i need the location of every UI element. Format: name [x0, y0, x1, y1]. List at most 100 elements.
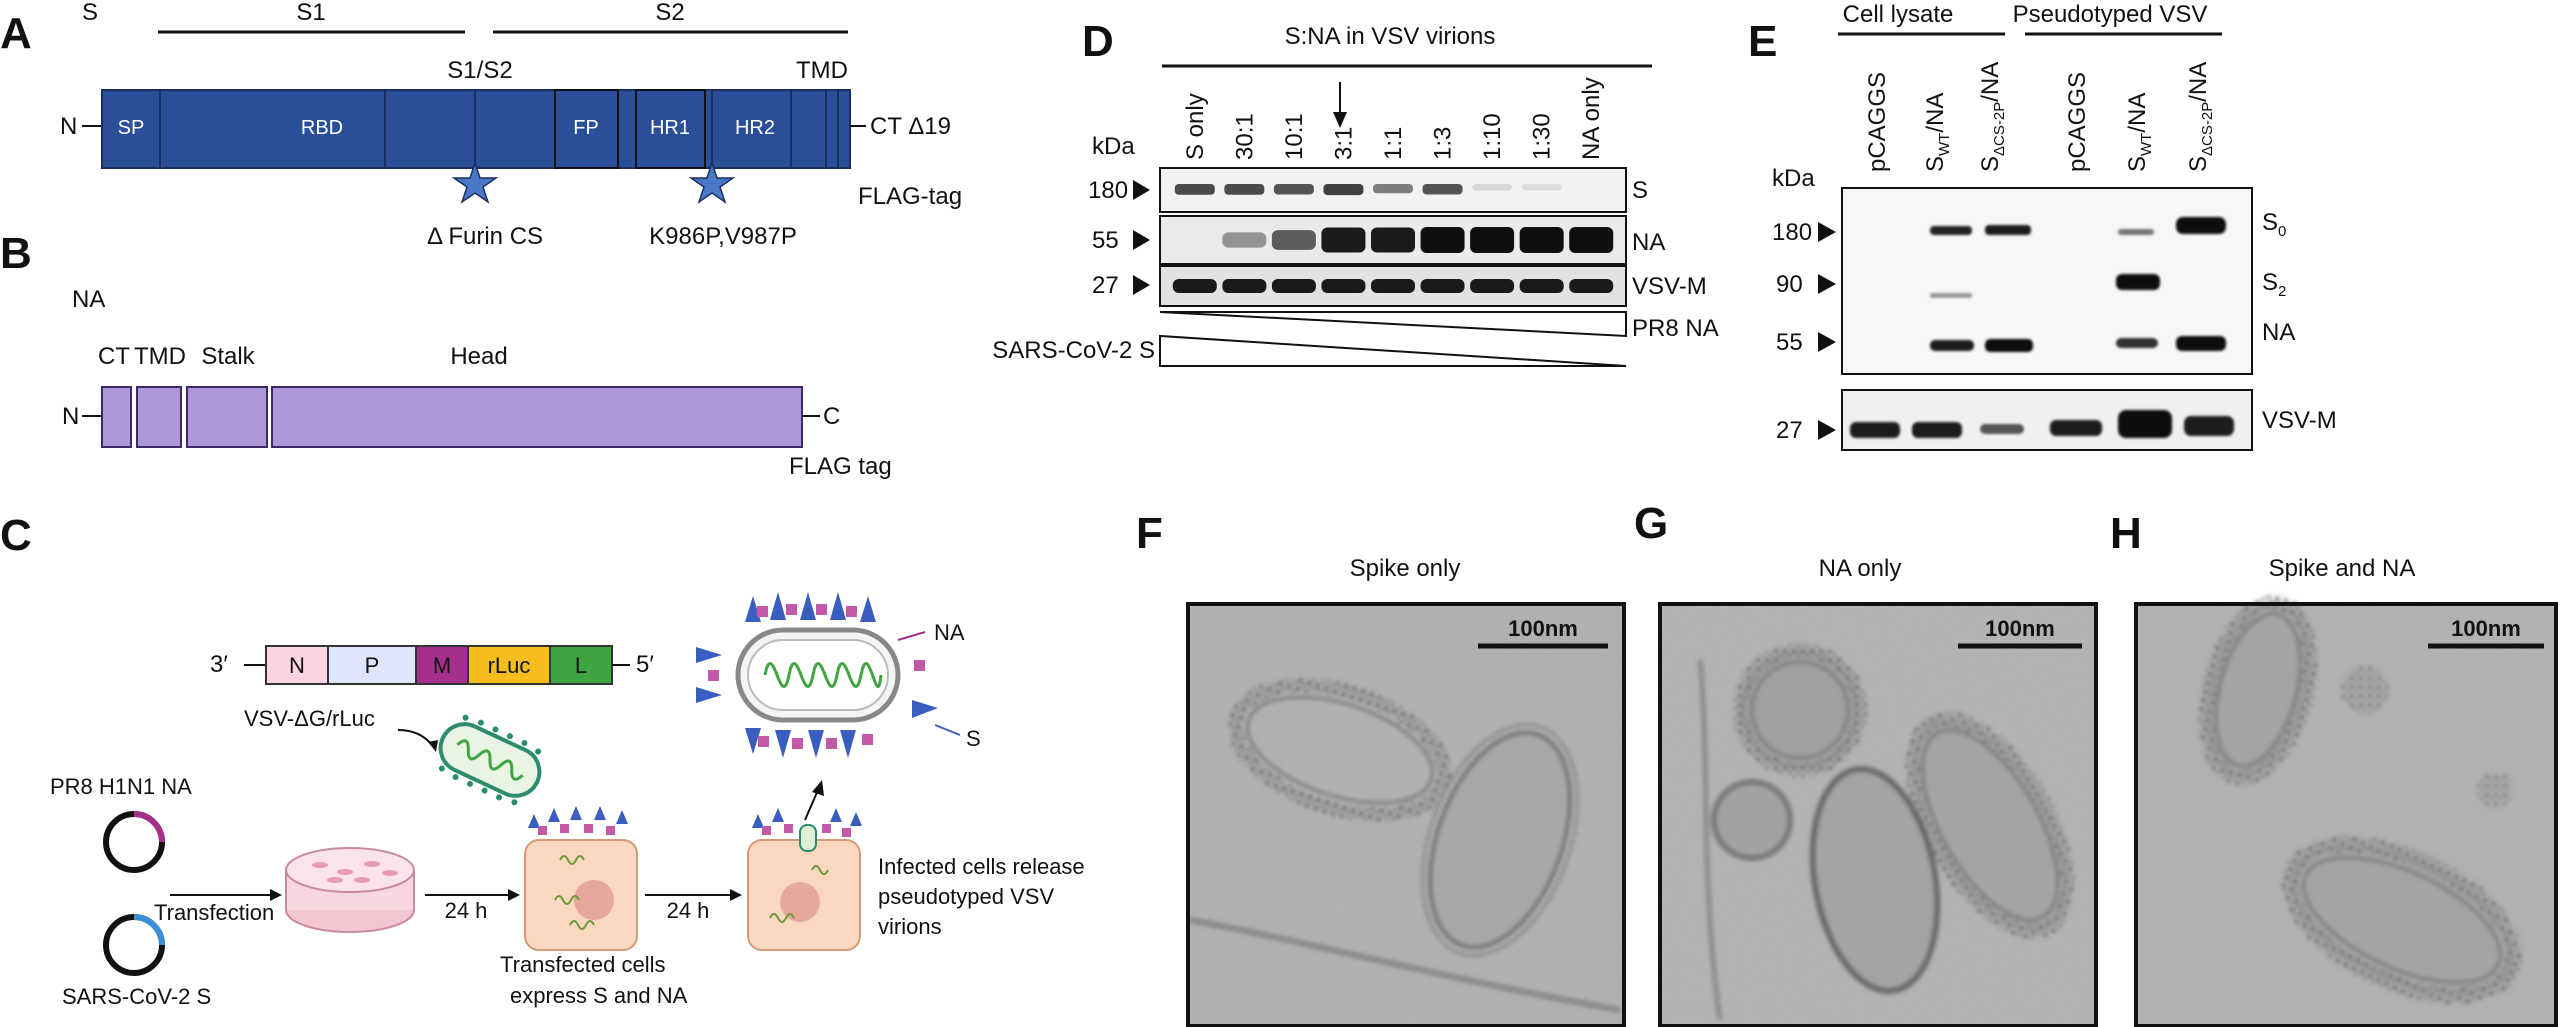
time-label-2: 24 h — [667, 898, 710, 923]
pseudotyped-virion-icon — [696, 592, 938, 758]
transfected-cells-label-1: Transfected cells — [500, 952, 665, 977]
d-na-band — [1470, 227, 1515, 253]
d-s-band — [1323, 184, 1364, 196]
genome-5-prime: 5′ — [636, 651, 654, 678]
em-g-title: NA only — [1819, 555, 1902, 582]
d-lane-10-1: 10:1 — [1281, 113, 1308, 160]
domain-rbd: RBD — [301, 117, 343, 139]
d-vsvm-band — [1519, 279, 1564, 293]
gene-m-label: M — [433, 653, 451, 678]
e-lane-pcaggs-2: pCAGGS — [2064, 72, 2091, 172]
transfection-label: Transfection — [154, 900, 274, 925]
d-vsvm-band — [1470, 279, 1515, 293]
d-s-band — [1273, 184, 1314, 195]
furin-mutation-label: Δ Furin CS — [427, 223, 543, 250]
d-lane-1-3: 1:3 — [1430, 127, 1457, 160]
d-marker-180: 180 — [1088, 177, 1128, 204]
release-label-3: virions — [878, 914, 942, 939]
e-lane-pcaggs-1: pCAGGS — [1864, 72, 1891, 172]
na-c-terminus: C — [823, 403, 840, 430]
e-marker-180: 180 — [1772, 219, 1812, 246]
d-na-band — [1519, 227, 1564, 253]
domain-hr2: HR2 — [735, 117, 775, 139]
panel-label-c: C — [0, 511, 32, 560]
panel-b: B NA CT TMD Stalk Head N C FLAG tag — [0, 229, 892, 480]
panel-d: D S:NA in VSV virions kDa S only 30:1 10:1… — [992, 17, 1719, 367]
na-protein-label: NA — [72, 286, 105, 313]
blot-d-kda: kDa — [1092, 133, 1135, 160]
wedge-pr8-na-label: PR8 NA — [1632, 315, 1719, 342]
d-band-m-label: VSV-M — [1632, 273, 1707, 300]
d-lane-30-1: 30:1 — [1231, 113, 1258, 160]
gene-l-label: L — [575, 653, 587, 678]
virion-na-label: NA — [934, 620, 965, 645]
proline-mutation-label: K986P,V987P — [649, 223, 797, 250]
na-domain-stalk: Stalk — [201, 343, 255, 370]
sars-s-wedge — [1159, 334, 1627, 367]
e-lane-swt-1: SWT/NA — [1922, 93, 1953, 172]
group-cell-lysate: Cell lysate — [1843, 1, 1954, 28]
d-lane-s-only: S only — [1182, 93, 1209, 160]
panel-label-f: F — [1136, 509, 1163, 558]
d-vsvm-band — [1371, 279, 1415, 293]
vsv-particle-icon — [438, 714, 542, 806]
d-vsvm-band — [1420, 279, 1465, 293]
genome-segment-l — [549, 645, 613, 685]
blot-d-title: S:NA in VSV virions — [1285, 23, 1496, 50]
panel-g: G NA only 100nm — [1634, 499, 2098, 1027]
s-flag-tag-label: FLAG-tag — [858, 183, 962, 210]
e-band-s0-label: S0 — [2262, 209, 2286, 240]
time-label-1: 24 h — [445, 898, 488, 923]
panel-label-b: B — [0, 229, 32, 278]
na-n-terminus: N — [62, 403, 79, 430]
gene-rluc-label: rLuc — [488, 653, 531, 678]
panel-label-g: G — [1634, 499, 1668, 548]
em-h-title: Spike and NA — [2269, 555, 2416, 582]
d-band-na-label: NA — [1632, 229, 1665, 256]
genome-segment-rluc — [467, 645, 551, 685]
transfected-cells-label-2: express S and NA — [510, 983, 688, 1008]
domain-fp: FP — [573, 117, 599, 139]
d-s-band — [1224, 184, 1265, 195]
infected-cell-icon — [747, 808, 862, 951]
ct-delta19-label: CT Δ19 — [870, 113, 951, 140]
blot-e-bands — [1850, 217, 2234, 438]
na-domain-head: Head — [450, 343, 507, 370]
scale-label-g: 100nm — [1985, 616, 2055, 641]
panel-label-d: D — [1082, 17, 1114, 66]
e-marker-90: 90 — [1776, 271, 1803, 298]
d-vsvm-band — [1321, 279, 1366, 293]
s-n-terminus: N — [60, 113, 77, 140]
virion-s-label: S — [966, 726, 981, 751]
vsv-delta-g-label: VSV-ΔG/rLuc — [244, 706, 375, 731]
release-label-1: Infected cells release — [878, 854, 1085, 879]
d-lane-1-1: 1:1 — [1380, 127, 1407, 160]
proline-star-icon — [688, 160, 736, 204]
e-marker-55: 55 — [1776, 329, 1803, 356]
d-s-band — [1373, 184, 1413, 194]
group-pseudotyped-vsv: Pseudotyped VSV — [2013, 1, 2208, 28]
genome-segment-n — [265, 645, 329, 685]
d-na-band — [1222, 232, 1267, 248]
s2-label: S2 — [655, 0, 684, 26]
e-band-vsvm-label: VSV-M — [2262, 407, 2337, 434]
s1-label: S1 — [296, 0, 325, 26]
genome-segment-m — [415, 645, 469, 685]
domain-sp: SP — [118, 117, 145, 139]
d-lane-1-30: 1:30 — [1529, 113, 1556, 160]
panel-h: H Spike and NA 100nm — [2110, 509, 2558, 1027]
genome-3-prime: 3′ — [210, 651, 228, 678]
na-protein-bar — [101, 386, 803, 448]
d-vsvm-band — [1569, 279, 1614, 293]
scale-label-f: 100nm — [1508, 616, 1578, 641]
d-lane-na-only: NA only — [1578, 77, 1605, 160]
d-lane-3-1: 3:1 — [1330, 127, 1357, 160]
d-s-band — [1422, 184, 1463, 195]
d-s-band — [1174, 184, 1215, 195]
d-s-band — [1472, 184, 1513, 191]
e-lane-scs-1: SΔCS-2P/NA — [1977, 62, 2008, 172]
d-s-band — [1521, 184, 1562, 191]
d-na-band — [1420, 227, 1465, 253]
